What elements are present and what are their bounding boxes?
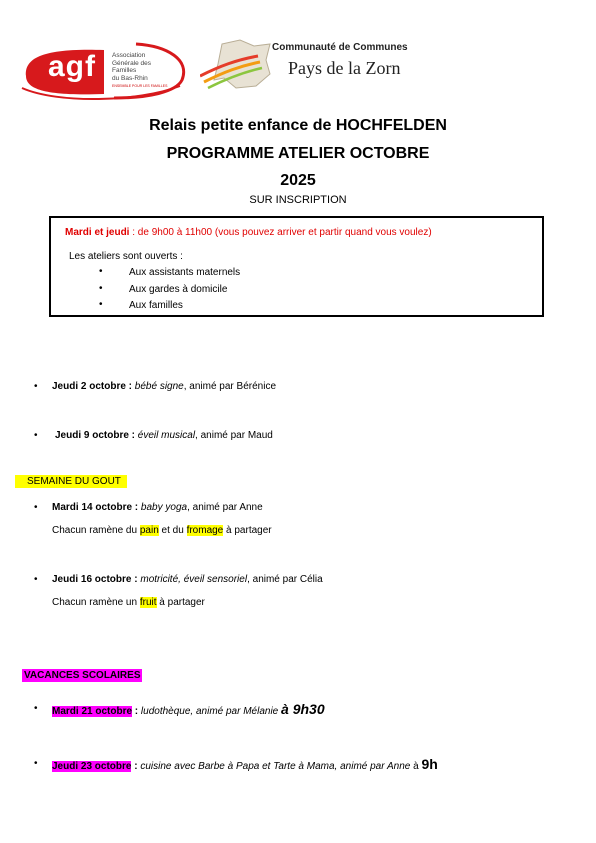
info-box: Mardi et jeudi : de 9h00 à 11h00 (vous p… xyxy=(49,216,544,317)
highlight-pain: pain xyxy=(139,525,159,536)
list-item: Aux gardes à domicile xyxy=(99,283,240,301)
agf-wordmark: agf xyxy=(48,50,96,83)
bullet-icon: • xyxy=(34,574,38,585)
list-item: Aux familles xyxy=(99,299,240,317)
program-title: PROGRAMME ATELIER OCTOBRE xyxy=(166,145,430,162)
highlight-fromage: fromage xyxy=(186,525,224,536)
agf-tagline: ENSEMBLE POUR LES FAMILLES xyxy=(112,84,168,88)
bullet-icon: • xyxy=(34,502,38,513)
open-label: Les ateliers sont ouverts : xyxy=(69,251,183,262)
program-year: 2025 xyxy=(280,172,316,189)
event-jeudi-2: • Jeudi 2 octobre : bébé signe, animé pa… xyxy=(34,381,277,392)
event-mardi-14: • Mardi 14 octobre : baby yoga, animé pa… xyxy=(34,502,263,513)
schedule-line: Mardi et jeudi : de 9h00 à 11h00 (vous p… xyxy=(65,227,432,238)
event-jeudi-16: • Jeudi 16 octobre : motricité, éveil se… xyxy=(34,574,323,585)
event-jeudi-16-note: Chacun ramène un fruit à partager xyxy=(52,597,205,608)
highlight-fruit: fruit xyxy=(139,597,157,608)
event-jeudi-9: • Jeudi 9 octobre : éveil musical, animé… xyxy=(34,430,273,441)
list-item: Aux assistants maternels xyxy=(99,266,240,284)
pays-de-la-zorn-map-icon xyxy=(200,39,271,90)
event-mardi-14-note: Chacun ramène du pain et du fromage à pa… xyxy=(52,525,272,536)
section-semaine-du-gout: SEMAINE DU GOUT xyxy=(15,475,127,488)
audience-list: Aux assistants maternels Aux gardes à do… xyxy=(99,266,240,317)
agf-logo: agf Association Générale des Familles du… xyxy=(18,42,196,102)
bullet-icon: • xyxy=(34,758,38,769)
agf-logo-swoosh-icon xyxy=(21,42,186,101)
bullet-icon: • xyxy=(34,381,38,392)
bullet-icon: • xyxy=(34,703,38,714)
section-vacances-scolaires: VACANCES SCOLAIRES xyxy=(22,669,142,682)
registration-note: SUR INSCRIPTION xyxy=(249,194,347,206)
cc-name-line2: Pays de la Zorn xyxy=(288,58,401,78)
event-jeudi-23: • Jeudi 23 octobre : cuisine avec Barbe … xyxy=(34,756,438,772)
event-mardi-21: • Mardi 21 octobre : ludothèque, animé p… xyxy=(34,701,325,717)
bullet-icon: • xyxy=(34,430,38,441)
page-title: Relais petite enfance de HOCHFELDEN xyxy=(149,117,447,134)
cc-name-line1: Communauté de Communes xyxy=(272,42,408,53)
agf-association-name: Association Générale des Familles du Bas… xyxy=(112,52,152,82)
